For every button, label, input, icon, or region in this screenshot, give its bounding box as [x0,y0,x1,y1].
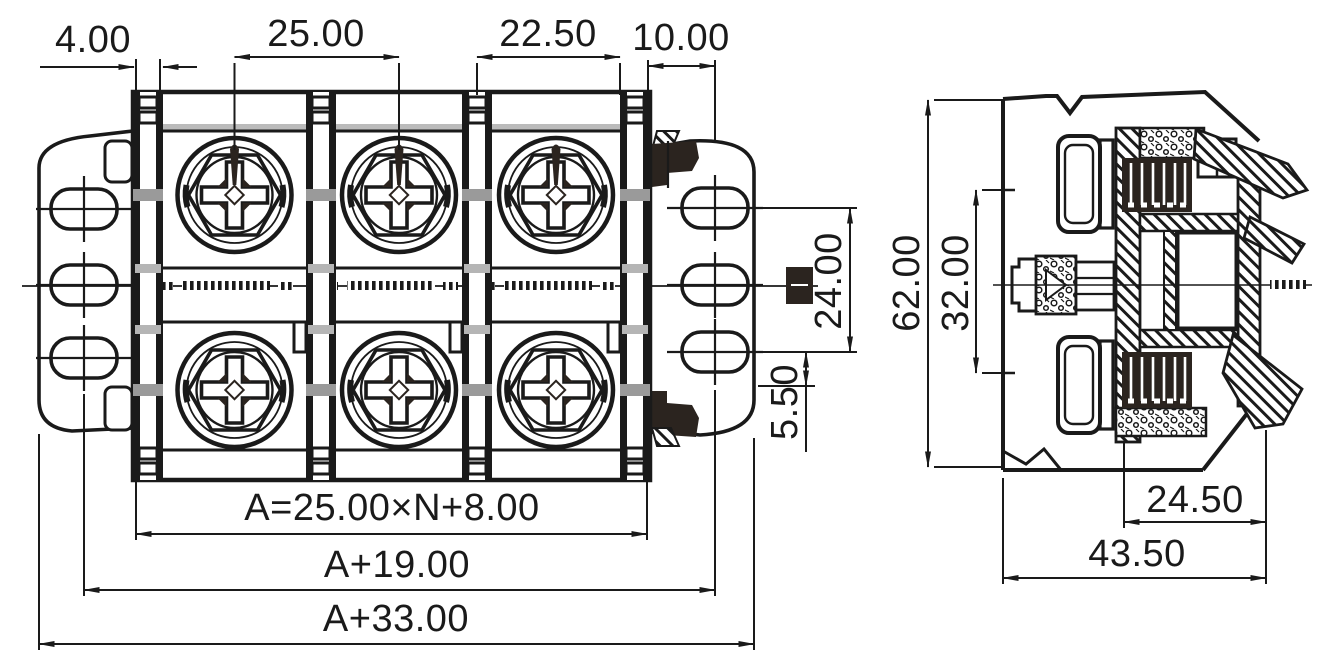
dim-label-overall-depth: 43.50 [1088,533,1186,575]
terminal-cavity-window [1176,231,1238,330]
dim-label-terminal-width: 22.50 [499,13,597,55]
upper-horizontal-wall [1138,212,1240,233]
right-ear-bottom-clip [652,391,699,437]
dim-overall-depth: 43.50 [1002,478,1267,584]
dim-inner-height: 32.00 [935,189,1012,374]
barrier-column-3 [460,90,494,482]
dim-mount-hole-spacing: 24.00 [722,207,857,353]
dim-label-formula-body: A=25.00×N+8.00 [244,487,539,529]
middle-flange [1242,214,1307,265]
dim-label-inner-height: 32.00 [935,234,977,332]
lower-horizontal-wall [1138,328,1240,349]
dim-hole-to-clip: 5.50 [758,351,815,452]
dim-pole-pitch: 25.00 [233,13,400,150]
dim-overall-height: 62.00 [886,99,1002,468]
bottom-insulator [1114,406,1208,438]
dim-upper-depth: 24.50 [1123,430,1267,528]
dim-label-overall-height: 62.00 [886,234,928,332]
dim-formula-body: A=25.00×N+8.00 [135,482,648,540]
top-flange [1192,127,1310,200]
side-top-edge [1002,89,1261,143]
cell3-notch-tab [606,320,622,354]
terminal-screw-bottom-1 [178,333,292,447]
dim-label-formula-overall: A+33.00 [323,598,469,640]
right-ear-top-clip [652,141,699,187]
right-ear-bottom-slash [650,427,681,447]
dim-label-left-margin: 4.00 [55,19,131,61]
side-view [993,89,1312,472]
cell2-notch-tab [448,320,464,354]
terminal-screw-bottom-3 [499,333,613,447]
barrier-column-4 [618,90,652,482]
dimensions: 4.00 25.00 22.50 10.00 24.00 [38,13,1267,650]
left-ear-bottom-bracket [103,385,134,432]
dim-formula-mount: A+19.00 [83,390,716,596]
side-marking-dashes [1270,280,1306,289]
marking-row-cell1 [158,281,293,290]
dim-label-mount-hole-spacing: 24.00 [808,232,850,330]
bottom-screw-thread-section [1122,352,1192,408]
side-bottom-zigzag [1002,446,1063,471]
terminal-screw-bottom-2 [342,333,456,447]
cell1-notch-tab [292,320,308,354]
side-hex-bolt-bottom [1056,335,1115,435]
inner-divider-wall [1163,230,1177,331]
dim-formula-overall: A+33.00 [38,434,755,650]
top-screw-thread-section [1122,158,1192,212]
dim-label-hole-to-clip: 5.50 [764,364,806,440]
dim-ear-width: 10.00 [632,17,730,140]
barrier-column-2 [304,90,338,482]
bottom-flange [1221,332,1304,430]
dim-label-ear-width: 10.00 [632,17,730,59]
dim-label-pole-pitch: 25.00 [267,13,365,55]
barrier-column-1 [131,90,165,482]
cell3-top-shadow [492,124,620,131]
dim-label-formula-mount: A+19.00 [324,544,470,586]
dim-label-upper-depth: 24.50 [1146,479,1244,521]
side-hex-bolt-top [1056,134,1115,234]
left-ear-top-bracket [103,139,134,184]
dim-left-margin: 4.00 [40,19,197,94]
dim-terminal-width: 22.50 [476,13,621,95]
front-view [22,89,818,483]
